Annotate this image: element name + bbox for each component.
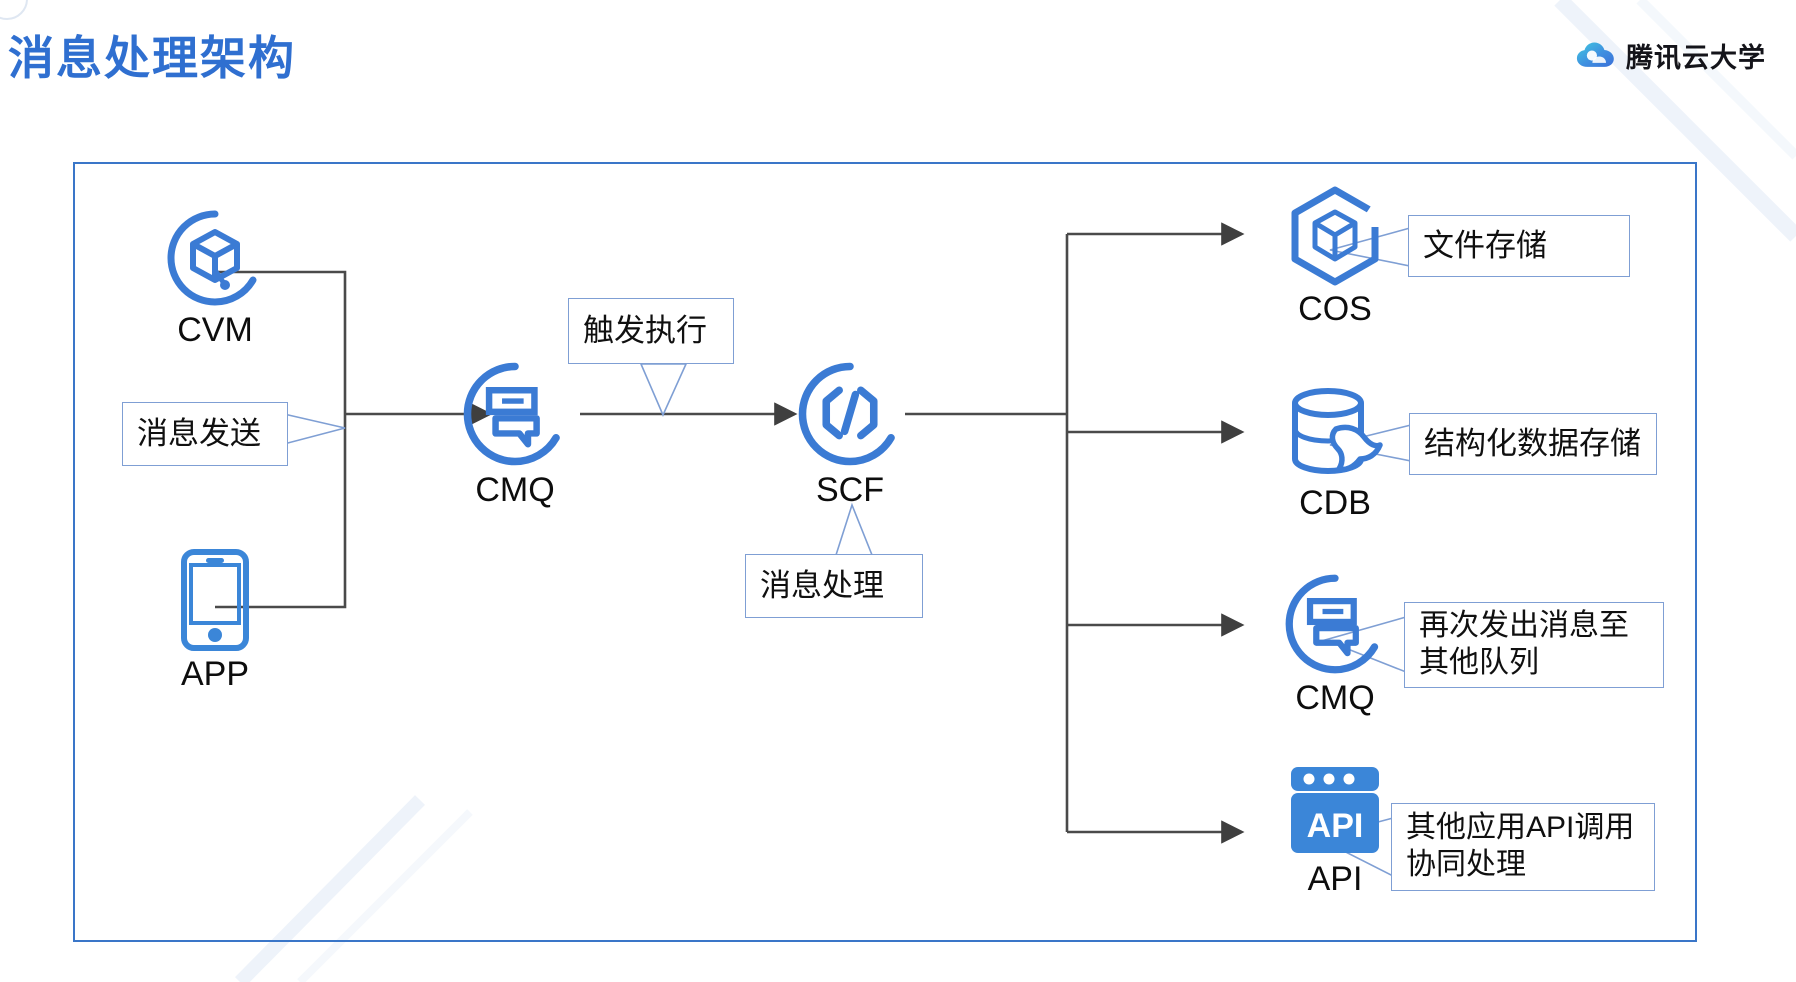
callout-message-send: 消息发送	[122, 402, 288, 466]
callout-text-file-storage: 文件存储	[1423, 228, 1547, 264]
corner-arc-decoration	[0, 0, 28, 20]
node-cvm[interactable]: CVM	[125, 208, 305, 349]
scf-function-icon	[798, 362, 895, 466]
node-label-scf: SCF	[816, 471, 884, 509]
cos-hexagon-cube-icon	[1291, 186, 1380, 286]
callout-file-storage: 文件存储	[1408, 215, 1630, 277]
cvm-circle-cube-icon	[167, 210, 257, 306]
cdb-database-dolphin-icon	[1292, 388, 1383, 474]
node-cos[interactable]: COS	[1245, 185, 1425, 328]
callout-text-other-api: 其他应用API调用 协同处理	[1406, 811, 1635, 881]
node-cdb[interactable]: CDB	[1245, 385, 1425, 522]
node-app[interactable]: APP	[125, 548, 305, 693]
node-api[interactable]: API API	[1245, 765, 1425, 898]
node-cmq[interactable]: CMQ	[425, 360, 605, 509]
callout-trigger-exec: 触发执行	[568, 298, 734, 364]
cmq-message-queue-icon	[463, 362, 560, 466]
page-title: 消息处理架构	[8, 32, 296, 84]
tencent-cloud-logo-icon	[1576, 42, 1614, 67]
node-label-cdb: CDB	[1299, 484, 1371, 522]
callout-text-structured-storage: 结构化数据存储	[1424, 426, 1641, 462]
callout-text-requeue: 再次发出消息至 其他队列	[1419, 609, 1629, 679]
callout-requeue: 再次发出消息至 其他队列	[1404, 602, 1664, 688]
svg-text:API: API	[1307, 807, 1364, 845]
api-window-icon: API	[1291, 767, 1379, 853]
node-cmq-output[interactable]: CMQ	[1245, 572, 1425, 717]
brand-logo: 腾讯云大学	[1576, 36, 1766, 75]
callout-structured-storage: 结构化数据存储	[1409, 413, 1657, 475]
diagram-frame	[73, 162, 1697, 942]
cmq-message-queue-icon	[1285, 574, 1379, 674]
brand-name: 腾讯云大学	[1626, 43, 1766, 73]
callout-text-trigger-exec: 触发执行	[583, 313, 707, 349]
node-label-cmq-output: CMQ	[1295, 679, 1375, 717]
mobile-phone-icon	[181, 549, 249, 651]
callout-text-message-send: 消息发送	[137, 416, 261, 452]
node-label-cos: COS	[1298, 290, 1372, 328]
node-label-cvm: CVM	[177, 311, 253, 349]
node-scf[interactable]: SCF	[760, 360, 940, 509]
node-label-api: API	[1307, 860, 1363, 898]
callout-other-api: 其他应用API调用 协同处理	[1391, 803, 1655, 891]
node-label-app: APP	[180, 655, 250, 693]
callout-text-message-process: 消息处理	[760, 568, 884, 604]
node-label-cmq: CMQ	[475, 471, 555, 509]
callout-message-process: 消息处理	[745, 554, 923, 618]
